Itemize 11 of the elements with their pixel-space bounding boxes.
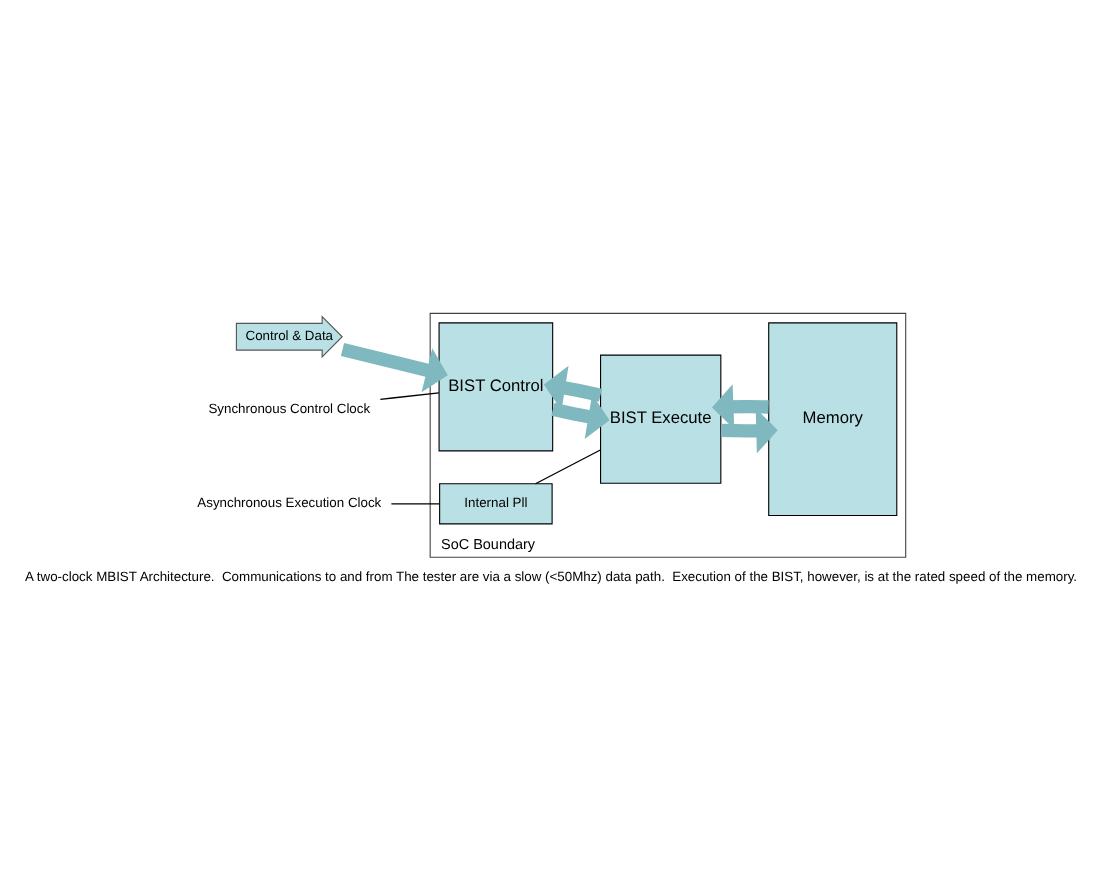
connector — [534, 449, 601, 485]
node-box: Memory — [768, 322, 898, 517]
arrow — [340, 343, 448, 393]
arrow — [712, 384, 769, 430]
node-box: BIST Execute — [600, 354, 722, 484]
node-box: BIST Control — [438, 322, 554, 452]
connector — [379, 392, 440, 400]
arrow — [551, 394, 610, 439]
arrow — [543, 365, 602, 411]
arrow — [720, 408, 778, 454]
connector — [390, 503, 440, 505]
